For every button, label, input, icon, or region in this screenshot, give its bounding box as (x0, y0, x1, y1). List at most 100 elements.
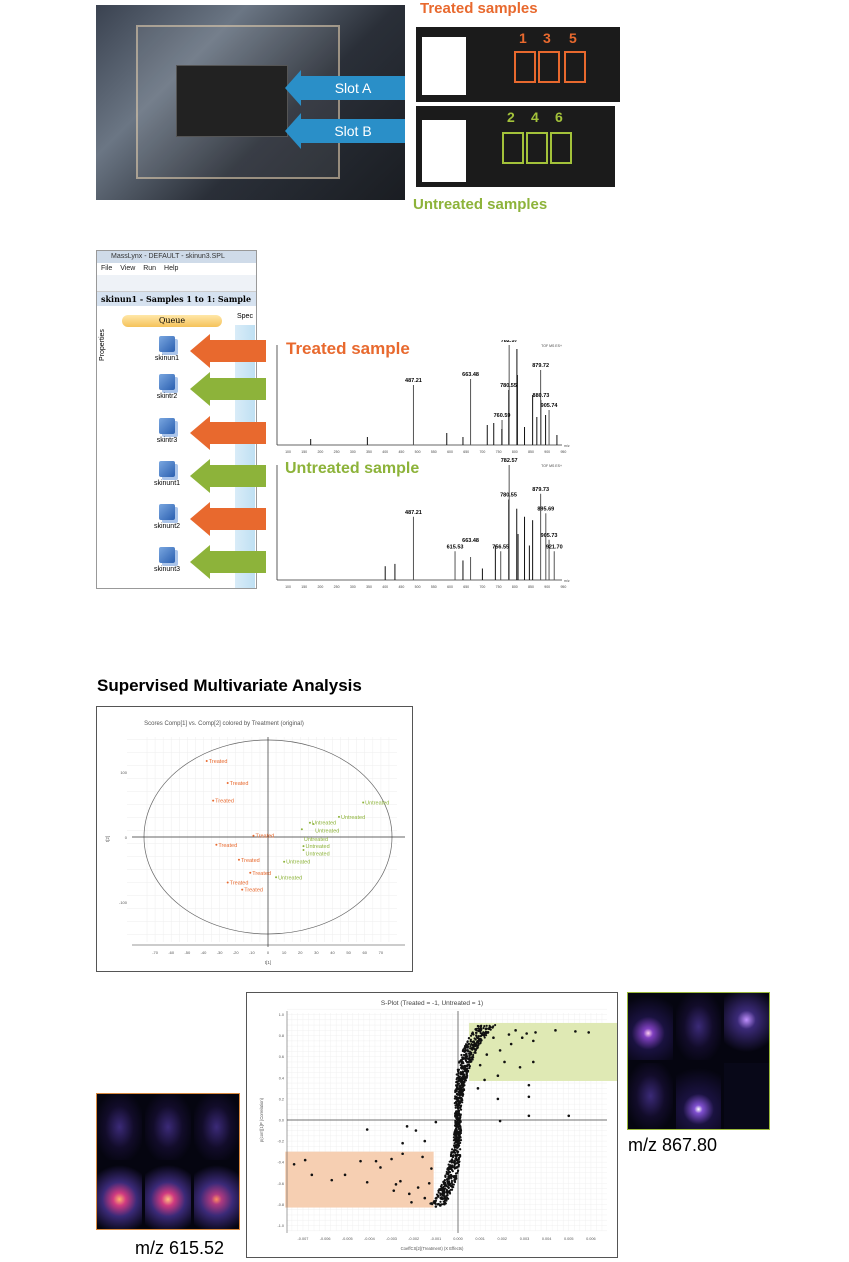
s-plot-point (469, 1034, 473, 1037)
sample-number: 3 (543, 30, 551, 46)
y-tick-label: -100 (119, 900, 128, 905)
s-plot-point (442, 1180, 445, 1183)
menu-view[interactable]: View (120, 265, 136, 272)
s-plot-point (532, 1039, 535, 1043)
x-tick-label: 300 (350, 450, 356, 454)
s-plot-point (457, 1109, 461, 1112)
s-plot-point (449, 1184, 452, 1188)
s-plot-point (462, 1053, 466, 1057)
x-tick-label: 250 (334, 450, 340, 454)
s-plot-point (441, 1192, 444, 1195)
x-tick-label: 70 (379, 950, 384, 955)
chart-title: Scores Comp[1] vs. Comp[2] colored by Tr… (144, 721, 304, 727)
s-plot-point (461, 1101, 464, 1104)
s-plot-point (477, 1042, 480, 1045)
s-plot-point (478, 1063, 482, 1067)
s-plot-point (473, 1037, 476, 1040)
x-axis-label: CoeffCS[2](Treatment) (X Effects) (401, 1246, 464, 1251)
s-plot-point (520, 1036, 524, 1040)
score-label: Treated (218, 843, 237, 849)
x-tick-label: 250 (334, 585, 340, 589)
queue-item[interactable]: skinunt2 (137, 504, 197, 530)
s-plot-point (450, 1151, 453, 1154)
s-plot-point (427, 1182, 431, 1185)
queue-item[interactable]: skinunt1 (137, 461, 197, 487)
queue-item[interactable]: skinunt3 (137, 547, 197, 573)
y-tick-label: 0.8 (279, 1034, 284, 1038)
s-plot-point (454, 1134, 457, 1137)
sample-file-icon (159, 461, 175, 477)
s-plot-point (459, 1097, 462, 1100)
s-plot-point (448, 1166, 451, 1170)
s-plot-point (421, 1155, 424, 1159)
s-plot-point (445, 1196, 449, 1199)
y-axis-label: p(corr)[1]P (Correlation) (259, 1097, 264, 1142)
s-plot-point (444, 1183, 447, 1186)
scores-plot-panel: Scores Comp[1] vs. Comp[2] colored by Tr… (96, 706, 413, 972)
s-plot-point (467, 1037, 471, 1040)
peak-label: 756.55 (492, 544, 509, 550)
s-plot-point (442, 1197, 445, 1200)
s-plot-point (468, 1056, 471, 1059)
s-plot-point (480, 1034, 483, 1037)
s-plot-point (482, 1033, 486, 1036)
s-plot-point (475, 1034, 478, 1037)
s-plot-point (454, 1089, 457, 1092)
s-plot-point (457, 1070, 460, 1073)
score-label: Untreated (278, 875, 302, 881)
s-plot-point (462, 1081, 465, 1084)
score-label: Treated (230, 781, 249, 787)
treated-caption: Treated samples (420, 0, 538, 17)
s-plot-point (465, 1072, 468, 1076)
s-plot-point (455, 1136, 458, 1139)
masslynx-window: MassLynx - DEFAULT - skinun3.SPL File Vi… (96, 250, 257, 589)
queue-item[interactable]: skinun1 (137, 336, 197, 362)
queue-item-label: skinunt1 (153, 480, 181, 487)
s-plot-point (436, 1194, 440, 1197)
score-point (275, 876, 278, 879)
s-plot-point (401, 1141, 404, 1145)
queue-tab[interactable]: Queue (122, 315, 222, 327)
untreated-markers-region (469, 1022, 620, 1081)
s-plot-point (450, 1181, 453, 1184)
s-plot-point (461, 1093, 464, 1096)
s-plot-point (470, 1043, 473, 1046)
y-tick-label: -0.8 (277, 1203, 284, 1207)
s-plot-point (465, 1049, 469, 1052)
s-plot-point (458, 1139, 461, 1142)
queue-item-label: skinunt2 (153, 523, 181, 530)
msi-image-615 (96, 1093, 240, 1230)
s-plot-point (468, 1065, 471, 1068)
x-tick-label: -0.006 (320, 1237, 331, 1241)
s-plot-point (492, 1036, 495, 1040)
s-plot-point (449, 1174, 452, 1177)
queue-item[interactable]: skintr2 (137, 374, 197, 400)
score-point (241, 888, 244, 891)
s-plot-point (455, 1155, 458, 1159)
s-plot-point (450, 1177, 453, 1180)
x-tick-label: 550 (431, 450, 437, 454)
s-plot-point (476, 1046, 479, 1049)
x-tick-label: 900 (544, 450, 550, 454)
menu-help[interactable]: Help (164, 265, 179, 272)
menu-file[interactable]: File (101, 265, 113, 272)
s-plot-point (462, 1087, 465, 1091)
x-tick-label: 300 (350, 585, 356, 589)
y-tick-label: 0 (125, 835, 128, 840)
properties-tab[interactable]: Properties (99, 329, 106, 361)
s-plot-point (453, 1164, 456, 1167)
menu-run[interactable]: Run (143, 265, 157, 272)
peak-label: 487.21 (405, 510, 422, 516)
y-tick-label: -0.6 (277, 1182, 284, 1186)
s-plot-point (423, 1139, 427, 1143)
s-plot-point (457, 1096, 460, 1100)
s-plot-point (483, 1078, 486, 1082)
score-point (215, 843, 218, 846)
s-plot-point (365, 1180, 369, 1184)
queue-item[interactable]: skintr3 (137, 418, 197, 444)
s-plot-point (458, 1135, 461, 1138)
s-plot: S-Plot (Treated = -1, Untreated = 1)-0.0… (259, 1000, 620, 1251)
s-plot-point (460, 1076, 463, 1079)
score-label: Untreated (305, 844, 329, 850)
s-plot-point (449, 1182, 452, 1186)
